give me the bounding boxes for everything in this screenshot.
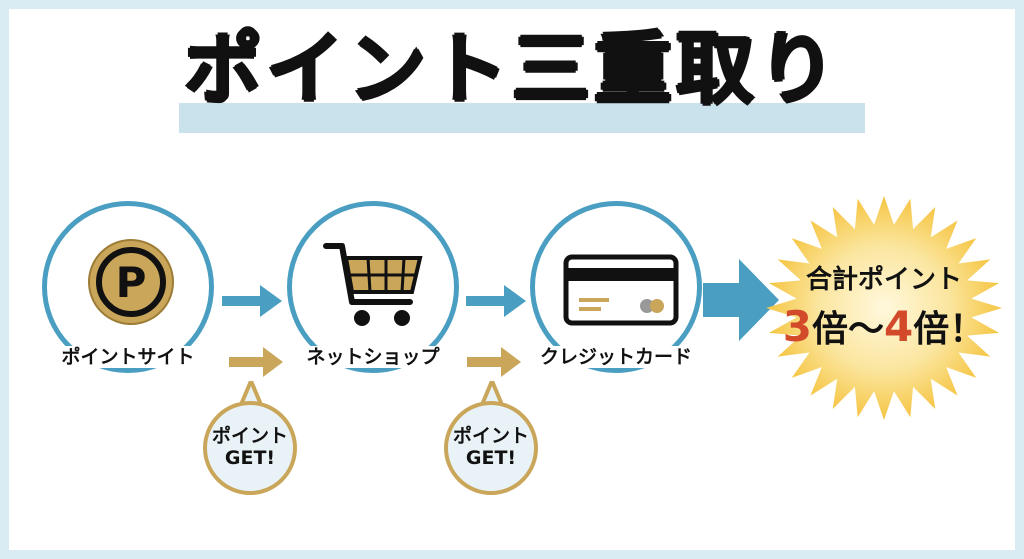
credit-card-icon: [563, 254, 679, 326]
step-point-site: P ポイントサイト: [42, 201, 214, 373]
starburst: [766, 195, 1002, 421]
bubble-tail: [240, 381, 262, 407]
step-credit-card: クレジットカード: [530, 201, 702, 373]
step-label: ネットショップ: [280, 342, 466, 369]
result-multiplier: 3倍〜4倍！: [782, 302, 986, 351]
page-title: ポイント三重取り: [183, 25, 840, 115]
flow-arrow-icon: [222, 285, 282, 317]
flow-arrow-icon: [466, 285, 526, 317]
result-title: 合計ポイント: [805, 265, 962, 295]
result-text: 合計ポイント 3倍〜4倍！: [749, 259, 1019, 352]
bubble-tail: [481, 381, 503, 407]
step-label: クレジットカード: [523, 342, 709, 369]
step-net-shop: ネットショップ: [287, 201, 459, 373]
svg-text:P: P: [116, 258, 147, 307]
point-arrow-icon: [467, 347, 521, 377]
title-highlight-band: [179, 103, 865, 133]
point-get-bubble: ポイント GET!: [203, 401, 297, 495]
step-label: ポイントサイト: [35, 342, 221, 369]
shopping-cart-icon: [323, 243, 423, 326]
point-arrow-icon: [229, 347, 283, 377]
result-arrow-icon: [703, 259, 779, 341]
point-get-bubble: ポイント GET!: [444, 401, 538, 495]
point-coin-icon: P: [88, 239, 174, 325]
